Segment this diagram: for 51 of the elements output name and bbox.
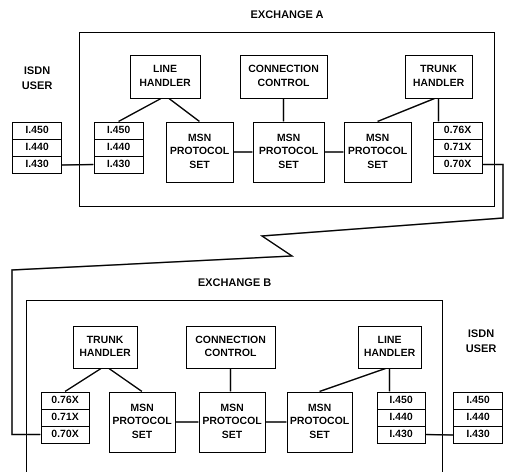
function-box: TRUNK HANDLER [404, 54, 472, 98]
connector-line [266, 421, 286, 423]
protocol-layer-box: 0.76X [40, 392, 90, 410]
connector-line [230, 368, 232, 392]
protocol-layer-box: 0.71X [432, 138, 482, 156]
connector-line [324, 151, 344, 153]
user-label: ISDN USER [464, 327, 498, 357]
function-box: MSN PROTOCOL SET [286, 392, 352, 452]
connector-line [319, 368, 386, 392]
connector-line [425, 434, 454, 436]
protocol-layer-box: I.450 [12, 122, 62, 140]
connector-line [234, 151, 252, 153]
connector-line [11, 164, 504, 436]
function-box: MSN PROTOCOL SET [344, 122, 412, 182]
connector-line [282, 98, 284, 122]
connector-line [168, 98, 200, 122]
exchange-heading: EXCHANGE A [250, 9, 324, 23]
exchange-heading: EXCHANGE B [198, 277, 272, 291]
connector-line [438, 98, 440, 122]
connector-line [176, 421, 198, 423]
protocol-layer-box: I.430 [12, 156, 62, 174]
function-box: MSN PROTOCOL SET [252, 122, 324, 182]
protocol-layer-box: 0.76X [432, 122, 482, 140]
protocol-layer-box: I.430 [376, 426, 426, 444]
function-box: CONNECTION CONTROL [240, 54, 328, 98]
protocol-layer-box: I.450 [453, 392, 503, 410]
protocol-layer-box: 0.71X [40, 408, 90, 426]
protocol-layer-box: I.450 [94, 122, 144, 140]
protocol-layer-box: I.440 [12, 139, 62, 157]
protocol-layer-box: I.430 [453, 426, 503, 444]
connector-line [62, 164, 94, 166]
function-box: LINE HANDLER [130, 54, 200, 98]
connector-line [118, 98, 162, 122]
function-box: CONNECTION CONTROL [186, 326, 276, 368]
protocol-layer-box: I.430 [94, 156, 144, 174]
function-box: MSN PROTOCOL SET [198, 392, 266, 452]
function-box: LINE HANDLER [358, 326, 422, 368]
function-box: MSN PROTOCOL SET [108, 392, 176, 452]
connector-line [388, 368, 390, 392]
connector-line [377, 98, 435, 122]
connector-line [64, 368, 102, 392]
protocol-layer-box: I.440 [94, 138, 144, 156]
protocol-layer-box: I.440 [376, 408, 426, 426]
protocol-layer-box: I.440 [453, 409, 503, 427]
connector-line [108, 368, 142, 392]
protocol-layer-box: 0.70X [40, 426, 90, 444]
protocol-layer-box: I.450 [376, 392, 426, 410]
user-label: ISDN USER [20, 64, 54, 94]
protocol-layer-box: 0.70X [432, 156, 482, 174]
function-box: TRUNK HANDLER [72, 326, 138, 368]
function-box: MSN PROTOCOL SET [166, 122, 234, 182]
